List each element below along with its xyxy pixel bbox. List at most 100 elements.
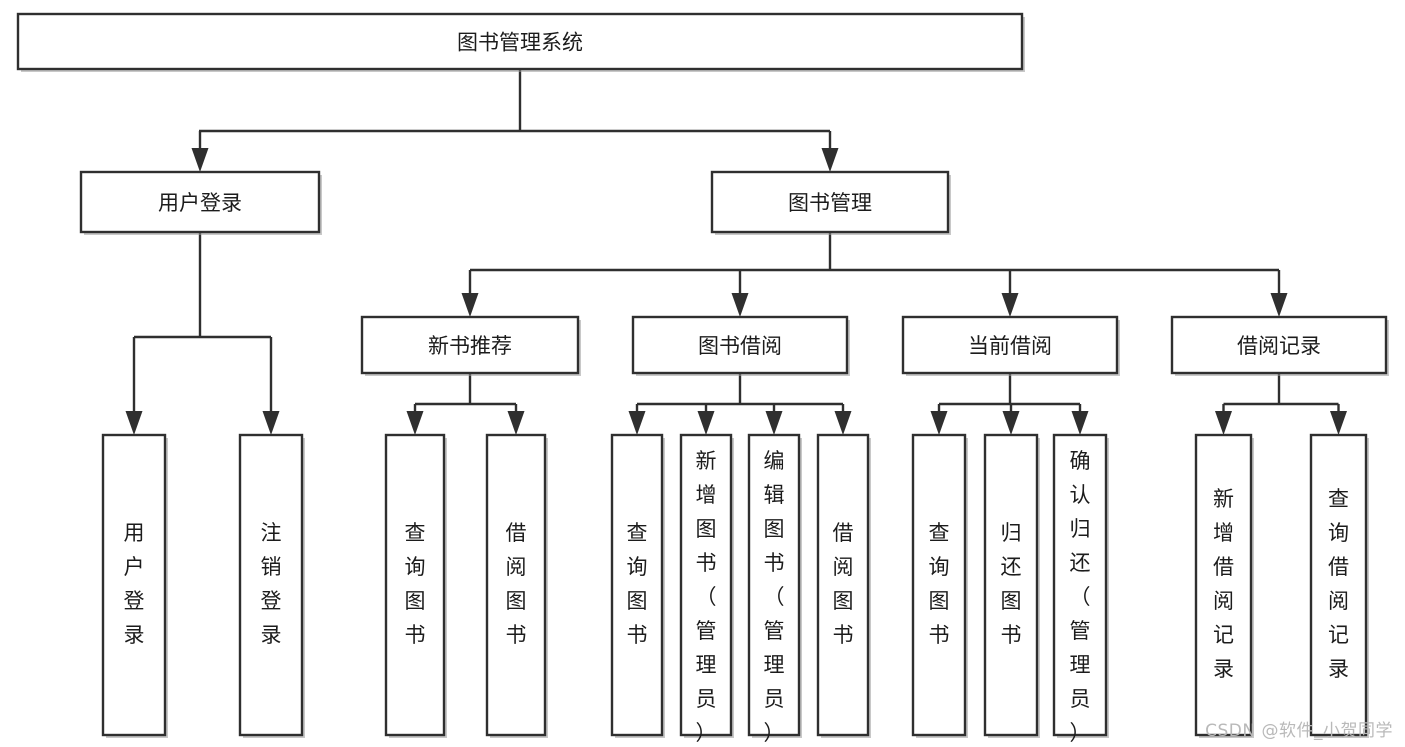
arrow-head bbox=[262, 411, 280, 435]
svg-text:登: 登 bbox=[124, 589, 145, 613]
node-box-current-borrow[interactable] bbox=[901, 315, 1119, 375]
arrow-head bbox=[1215, 411, 1232, 435]
arrow-head bbox=[628, 411, 646, 435]
svg-text:书: 书 bbox=[405, 623, 426, 647]
node-box-user-login-do[interactable] bbox=[101, 433, 167, 737]
node-label-new-book-recommend: 新书推荐 bbox=[428, 334, 512, 358]
svg-text:借: 借 bbox=[506, 521, 527, 545]
arrow-head bbox=[1270, 293, 1288, 317]
svg-text:阅: 阅 bbox=[1328, 589, 1349, 613]
node-label-root: 图书管理系统 bbox=[457, 31, 583, 55]
svg-text:新: 新 bbox=[1213, 487, 1234, 511]
svg-text:借: 借 bbox=[833, 521, 854, 545]
node-box-root[interactable] bbox=[16, 12, 1024, 71]
arrow-head bbox=[1001, 293, 1019, 317]
svg-text:增: 增 bbox=[696, 483, 717, 507]
svg-text:录: 录 bbox=[1213, 657, 1234, 681]
svg-text:查: 查 bbox=[929, 521, 950, 545]
node-label-current-borrow: 当前借阅 bbox=[968, 334, 1052, 358]
node-box-cb-query-book[interactable] bbox=[911, 433, 967, 737]
svg-text:询: 询 bbox=[1328, 521, 1349, 545]
svg-text:确: 确 bbox=[1070, 449, 1091, 473]
svg-text:录: 录 bbox=[124, 623, 145, 647]
svg-text:书: 书 bbox=[833, 623, 854, 647]
arrow-head bbox=[1002, 411, 1020, 435]
svg-text:查: 查 bbox=[405, 521, 426, 545]
node-box-bb-borrow-book[interactable] bbox=[816, 433, 870, 737]
svg-text:书: 书 bbox=[1001, 623, 1022, 647]
svg-text:询: 询 bbox=[627, 555, 648, 579]
svg-text:用: 用 bbox=[124, 521, 145, 545]
node-box-bb-query-book[interactable] bbox=[610, 433, 664, 737]
svg-text:询: 询 bbox=[405, 555, 426, 579]
node-box-borrow-record[interactable] bbox=[1170, 315, 1388, 375]
svg-text:图: 图 bbox=[1001, 589, 1022, 613]
node-box-nbr-borrow-book[interactable] bbox=[485, 433, 547, 737]
node-box-bb-edit-book[interactable] bbox=[747, 433, 801, 737]
svg-text:录: 录 bbox=[1328, 657, 1349, 681]
node-box-cb-confirm-return[interactable] bbox=[1052, 433, 1108, 737]
svg-text:还: 还 bbox=[1070, 551, 1091, 575]
svg-text:记: 记 bbox=[1213, 623, 1234, 647]
arrow-head bbox=[731, 293, 749, 317]
svg-text:书: 书 bbox=[627, 623, 648, 647]
node-box-new-book-recommend[interactable] bbox=[360, 315, 580, 375]
svg-text:归: 归 bbox=[1070, 517, 1091, 541]
svg-text:）: ） bbox=[764, 721, 785, 745]
node-box-cb-return-book[interactable] bbox=[983, 433, 1039, 737]
svg-text:图: 图 bbox=[506, 589, 527, 613]
svg-text:借: 借 bbox=[1213, 555, 1234, 579]
node-box-user-logout[interactable] bbox=[238, 433, 304, 737]
svg-text:书: 书 bbox=[506, 623, 527, 647]
svg-text:销: 销 bbox=[261, 555, 282, 579]
svg-text:管: 管 bbox=[764, 619, 785, 643]
svg-text:理: 理 bbox=[1070, 653, 1091, 677]
node-box-br-add-record[interactable] bbox=[1194, 433, 1253, 737]
node-box-user-login[interactable] bbox=[79, 170, 321, 234]
arrow-head bbox=[1330, 411, 1347, 435]
node-label-user-login-do: 用户登录 bbox=[124, 521, 145, 647]
svg-text:）: ） bbox=[1070, 721, 1091, 745]
svg-text:图: 图 bbox=[405, 589, 426, 613]
arrow-head bbox=[697, 411, 715, 435]
arrow-head bbox=[125, 411, 143, 435]
svg-text:（: （ bbox=[1070, 585, 1091, 609]
svg-text:登: 登 bbox=[261, 589, 282, 613]
svg-text:（: （ bbox=[696, 585, 717, 609]
arrow-head bbox=[930, 411, 948, 435]
node-box-br-query-record[interactable] bbox=[1309, 433, 1368, 737]
svg-text:归: 归 bbox=[1001, 521, 1022, 545]
arrow-head bbox=[1071, 411, 1089, 435]
svg-text:还: 还 bbox=[1001, 555, 1022, 579]
connectors-layer bbox=[125, 69, 1347, 435]
node-box-nbr-query-book[interactable] bbox=[384, 433, 446, 737]
svg-text:辑: 辑 bbox=[764, 483, 785, 507]
svg-text:询: 询 bbox=[929, 555, 950, 579]
node-box-bb-add-book[interactable] bbox=[679, 433, 733, 737]
svg-text:书: 书 bbox=[696, 551, 717, 575]
svg-text:理: 理 bbox=[764, 653, 785, 677]
svg-text:图: 图 bbox=[929, 589, 950, 613]
node-box-book-borrow[interactable] bbox=[631, 315, 849, 375]
svg-text:管: 管 bbox=[696, 619, 717, 643]
svg-text:（: （ bbox=[764, 585, 785, 609]
svg-text:增: 增 bbox=[1213, 521, 1234, 545]
node-box-book-manage[interactable] bbox=[710, 170, 950, 234]
svg-text:书: 书 bbox=[929, 623, 950, 647]
node-label-book-manage: 图书管理 bbox=[788, 191, 872, 215]
svg-text:图: 图 bbox=[627, 589, 648, 613]
csdn-watermark: CSDN @软件_小贺同学 bbox=[1205, 721, 1393, 741]
svg-text:新: 新 bbox=[696, 449, 717, 473]
